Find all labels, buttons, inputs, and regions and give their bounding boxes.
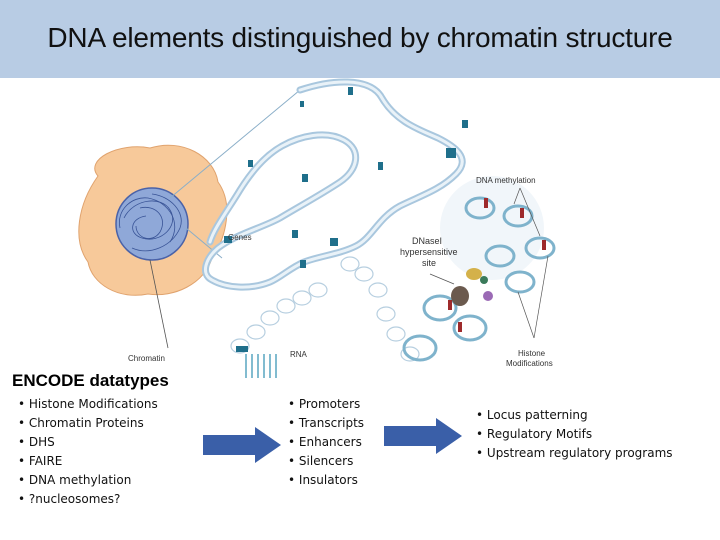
label-dna-methylation: DNA methylation [476, 176, 536, 185]
label-histone-2: Modifications [506, 359, 553, 368]
nucleosome-strand [230, 256, 420, 362]
label-dnase-3: site [422, 258, 436, 268]
element-item: Enhancers [288, 433, 364, 452]
encode-heading: ENCODE datatypes [12, 371, 169, 390]
label-dnase-2: hypersensitive [400, 247, 458, 257]
gene-markers [224, 87, 468, 268]
outcome-list: Locus patterning Regulatory Motifs Upstr… [476, 406, 673, 463]
datatype-item: Chromatin Proteins [18, 414, 158, 433]
datatype-item: DHS [18, 433, 158, 452]
slide-title: DNA elements distinguished by chromatin … [47, 22, 673, 53]
title-bar [0, 0, 720, 78]
element-item: Silencers [288, 452, 364, 471]
element-item: Insulators [288, 471, 364, 490]
chromatin-figure: Genes Chromatin RNA DNA methylation DNas… [78, 78, 556, 378]
label-dnase-1: DNaseI [412, 236, 442, 246]
datatype-item: DNA methylation [18, 471, 158, 490]
nucleosome-cluster [402, 176, 556, 362]
label-genes: Genes [228, 233, 252, 242]
datatype-list: Histone Modifications Chromatin Proteins… [18, 395, 158, 509]
label-histone-1: Histone [518, 349, 546, 358]
outcome-item: Regulatory Motifs [476, 425, 673, 444]
arrow-right-1 [203, 427, 281, 463]
arrow-right-2 [384, 418, 462, 454]
element-item: Promoters [288, 395, 364, 414]
rna-strands [245, 354, 277, 378]
datatype-item: Histone Modifications [18, 395, 158, 414]
datatype-item: FAIRE [18, 452, 158, 471]
element-list: Promoters Transcripts Enhancers Silencer… [288, 395, 364, 490]
label-chromatin: Chromatin [128, 354, 165, 363]
outcome-item: Locus patterning [476, 406, 673, 425]
outcome-item: Upstream regulatory programs [476, 444, 673, 463]
element-item: Transcripts [288, 414, 364, 433]
label-rna: RNA [290, 350, 308, 359]
datatype-item: ?nucleosomes? [18, 490, 158, 509]
